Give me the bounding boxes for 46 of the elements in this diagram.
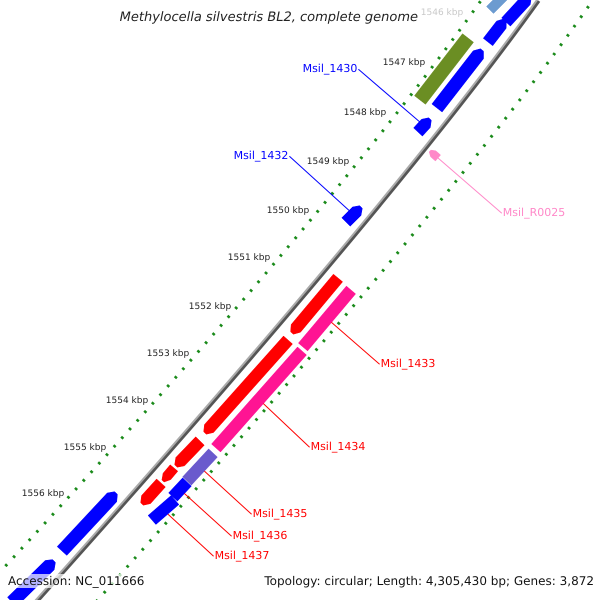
gene-block — [140, 478, 166, 506]
gene-block — [413, 118, 432, 136]
scale-label: 1549 kbp — [306, 157, 350, 167]
gene-label: Msil_1434 — [310, 440, 366, 452]
leader-line — [204, 470, 252, 515]
leader-line — [262, 403, 310, 448]
scale-label: 1555 kbp — [64, 443, 106, 453]
scale-label: 1556 kbp — [22, 489, 64, 499]
gene-block — [483, 18, 507, 46]
gene-block — [298, 286, 356, 352]
scale-label: 1552 kbp — [188, 302, 232, 312]
scale-label: 1548 kbp — [344, 108, 386, 118]
leader-line — [167, 514, 214, 557]
gene-label: Msil_1436 — [232, 528, 288, 542]
gene-label: Msil_1430 — [302, 62, 358, 74]
scale-label: 1550 kbp — [266, 206, 310, 216]
footer-text: Topology: circular; Length: 4,305,430 bp; Genes: 3,872 — [264, 574, 594, 588]
leader-line — [288, 156, 350, 211]
gene-block — [174, 436, 205, 468]
gene-block — [342, 205, 363, 226]
gene-block — [203, 336, 293, 434]
leader-line — [358, 68, 420, 122]
footer-text: Accession: NC_011666 — [8, 574, 144, 588]
gene-block — [428, 150, 441, 162]
scale-label: 1551 kbp — [228, 253, 270, 263]
gene-block — [432, 48, 484, 112]
gene-label: Msil_R0025 — [502, 206, 566, 218]
gene-block — [486, 0, 510, 14]
leader-line — [331, 322, 380, 365]
gene-label: Msil_1433 — [380, 356, 436, 370]
gene-block — [168, 478, 192, 502]
leader-line — [184, 493, 232, 537]
gene-label: Msil_1435 — [252, 506, 308, 520]
leader-line — [436, 156, 502, 214]
gene-block — [182, 448, 218, 486]
gene-block — [211, 346, 307, 452]
scale-label: 1553 kbp — [146, 349, 190, 359]
scale-label: 1547 kbp — [382, 58, 426, 68]
gene-block — [290, 274, 343, 334]
scale-label: 1554 kbp — [106, 396, 148, 406]
title: Methylocella silvestris BL2, complete genome — [120, 10, 418, 25]
gene-label: Msil_1432 — [234, 148, 288, 162]
gene-block — [501, 0, 532, 26]
gene-block — [148, 495, 180, 525]
gene-block — [162, 464, 178, 482]
gene-label: Msil_1437 — [214, 548, 270, 562]
